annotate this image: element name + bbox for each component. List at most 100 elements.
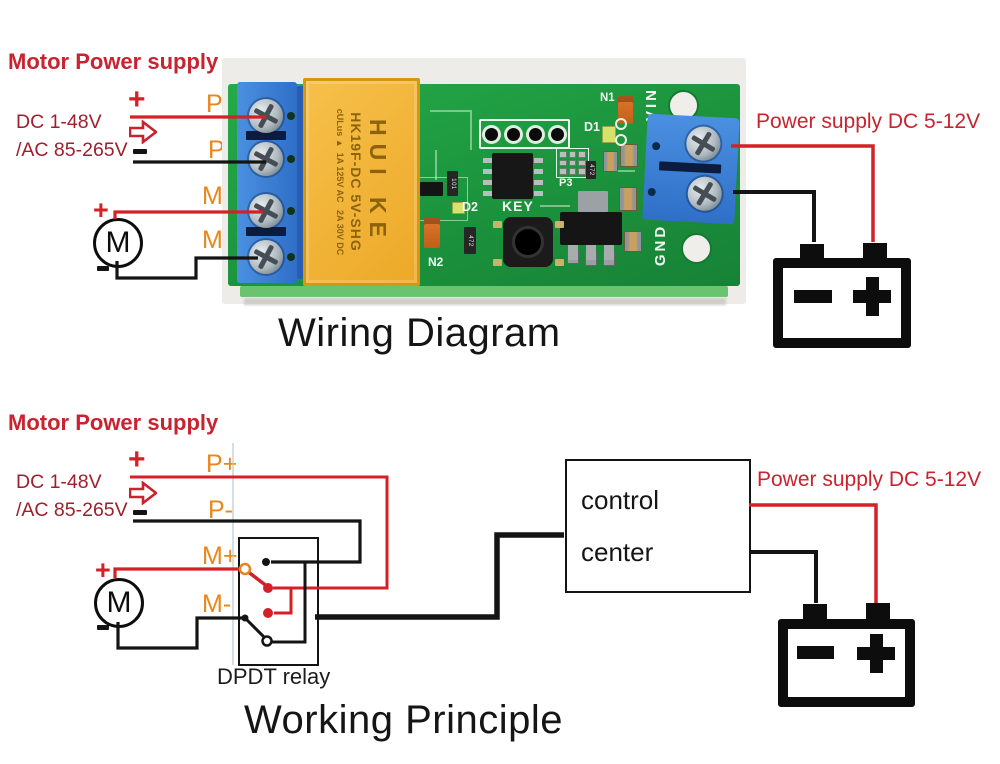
terminal-divider (658, 161, 722, 174)
terminal-pin-hole (287, 112, 295, 120)
n2-label: N2 (428, 255, 444, 269)
diode-n1 (618, 96, 633, 124)
n1-label: N1 (600, 92, 615, 104)
motor-symbol-top: M (93, 218, 143, 268)
motor-letter: M (105, 226, 131, 259)
terminal-label-m-minus-bottom: M- (202, 590, 232, 618)
relay-component: HUI KE HK19F-DC 5V-SHG cULus ▲ 1A 125V A… (303, 78, 420, 286)
power-supply-label-top: Power supply DC 5-12V (756, 110, 981, 133)
battery-bottom (778, 619, 915, 707)
relay-markings: HUI KE HK19F-DC 5V-SHG cULus ▲ 1A 125V A… (333, 84, 390, 280)
led-d2 (452, 202, 465, 214)
silkscreen-trace (540, 205, 570, 207)
voltage-regulator (560, 212, 622, 245)
control-center-box: control center (565, 459, 751, 593)
led-d1 (602, 126, 616, 143)
header-hole (507, 127, 521, 141)
button-pad (493, 259, 502, 266)
soic8-ic (492, 153, 533, 199)
smd-capacitor (619, 187, 637, 211)
ic-pin (483, 191, 492, 196)
screw-gnd (686, 175, 723, 212)
pcb-board-edge (240, 286, 728, 297)
plus-symbol: + (128, 443, 146, 476)
smd-resistor-101: 101 (447, 171, 458, 196)
mounting-hole (681, 233, 712, 264)
key-label: KEY (502, 198, 534, 214)
terminal-divider (246, 131, 286, 140)
smd-capacitor (603, 151, 618, 172)
smd-resistor-472: 472 (586, 161, 596, 179)
terminal-pin-hole (287, 207, 295, 215)
battery-terminal-negative (800, 244, 824, 259)
header-hole (550, 127, 564, 141)
battery-top (773, 258, 911, 348)
screw-p-minus (249, 142, 283, 176)
wire-control-battery-red (749, 503, 878, 603)
diode-n2 (424, 218, 440, 248)
regulator-leg (586, 245, 596, 260)
wire-m-minus-bottom (116, 616, 243, 650)
battery-plus-symbol (866, 277, 879, 316)
silkscreen-trace (470, 110, 472, 150)
terminal-label-m-plus-bottom: M+ (202, 542, 238, 570)
ic-pin (534, 158, 543, 163)
battery-terminal-negative (803, 604, 827, 620)
silkscreen-trace (435, 150, 437, 180)
screw-m-plus (249, 194, 283, 228)
plus-symbol: + (128, 83, 146, 116)
button-pad (555, 221, 564, 228)
ic-pin (534, 169, 543, 174)
motor-power-supply-heading-top: Motor Power supply (8, 49, 219, 74)
regulator-leg (568, 245, 578, 260)
minus-symbol (133, 149, 147, 154)
supply-voltage-dc-bottom: DC 1-48V (16, 471, 102, 493)
button-pad (493, 221, 502, 228)
right-arrow-icon (129, 120, 157, 144)
relay-module-photo: HUI KE HK19F-DC 5V-SHG cULus ▲ 1A 125V A… (222, 58, 746, 305)
screw-m-minus (249, 240, 283, 274)
ic-pin (483, 169, 492, 174)
ic-pin (483, 180, 492, 185)
ic-pin (534, 180, 543, 185)
silkscreen-trace (610, 170, 635, 172)
terminal-label-p-minus-bottom: P- (208, 496, 233, 524)
dpdt-relay-label: DPDT relay (217, 664, 331, 689)
smd-resistor-472: 472 (464, 227, 476, 254)
power-supply-label-bottom: Power supply DC 5-12V (757, 468, 982, 491)
gnd-label: GND (652, 223, 669, 267)
regulator-leg (604, 245, 614, 260)
terminal-label-p-plus-bottom: P+ (206, 450, 238, 478)
battery-minus-symbol (797, 646, 834, 659)
wire-relay-to-control (315, 532, 564, 620)
smd-transistor (420, 182, 443, 196)
supply-voltage-ac-top: /AC 85-265V (16, 139, 128, 161)
header-hole (528, 127, 542, 141)
plus-symbol: + (93, 195, 109, 225)
p3-pad-grid (556, 148, 589, 178)
wire-m-plus-bottom (113, 567, 240, 578)
pin-header (479, 119, 570, 149)
p3-label: P3 (559, 177, 573, 189)
ic-pin (483, 158, 492, 163)
solder-pad (615, 118, 627, 130)
wire-control-battery-black (749, 550, 818, 603)
battery-terminal-positive (863, 243, 887, 259)
supply-voltage-ac-bottom: /AC 85-265V (16, 499, 128, 521)
minus-symbol (97, 266, 109, 271)
plus-symbol: + (95, 555, 111, 585)
smd-capacitor (624, 231, 642, 252)
minus-symbol (133, 510, 147, 515)
screw-terminal-block-right (642, 113, 740, 225)
key-push-button (503, 217, 553, 267)
motor-symbol-bottom: M (94, 578, 144, 628)
header-hole (485, 127, 499, 141)
solder-pad (615, 134, 627, 146)
battery-terminal-positive (866, 603, 890, 620)
battery-minus-symbol (794, 290, 832, 303)
pcb-shadow (244, 298, 726, 305)
working-principle-title: Working Principle (244, 698, 563, 742)
screw-p-plus (249, 99, 283, 133)
control-center-line1: control (581, 485, 660, 515)
